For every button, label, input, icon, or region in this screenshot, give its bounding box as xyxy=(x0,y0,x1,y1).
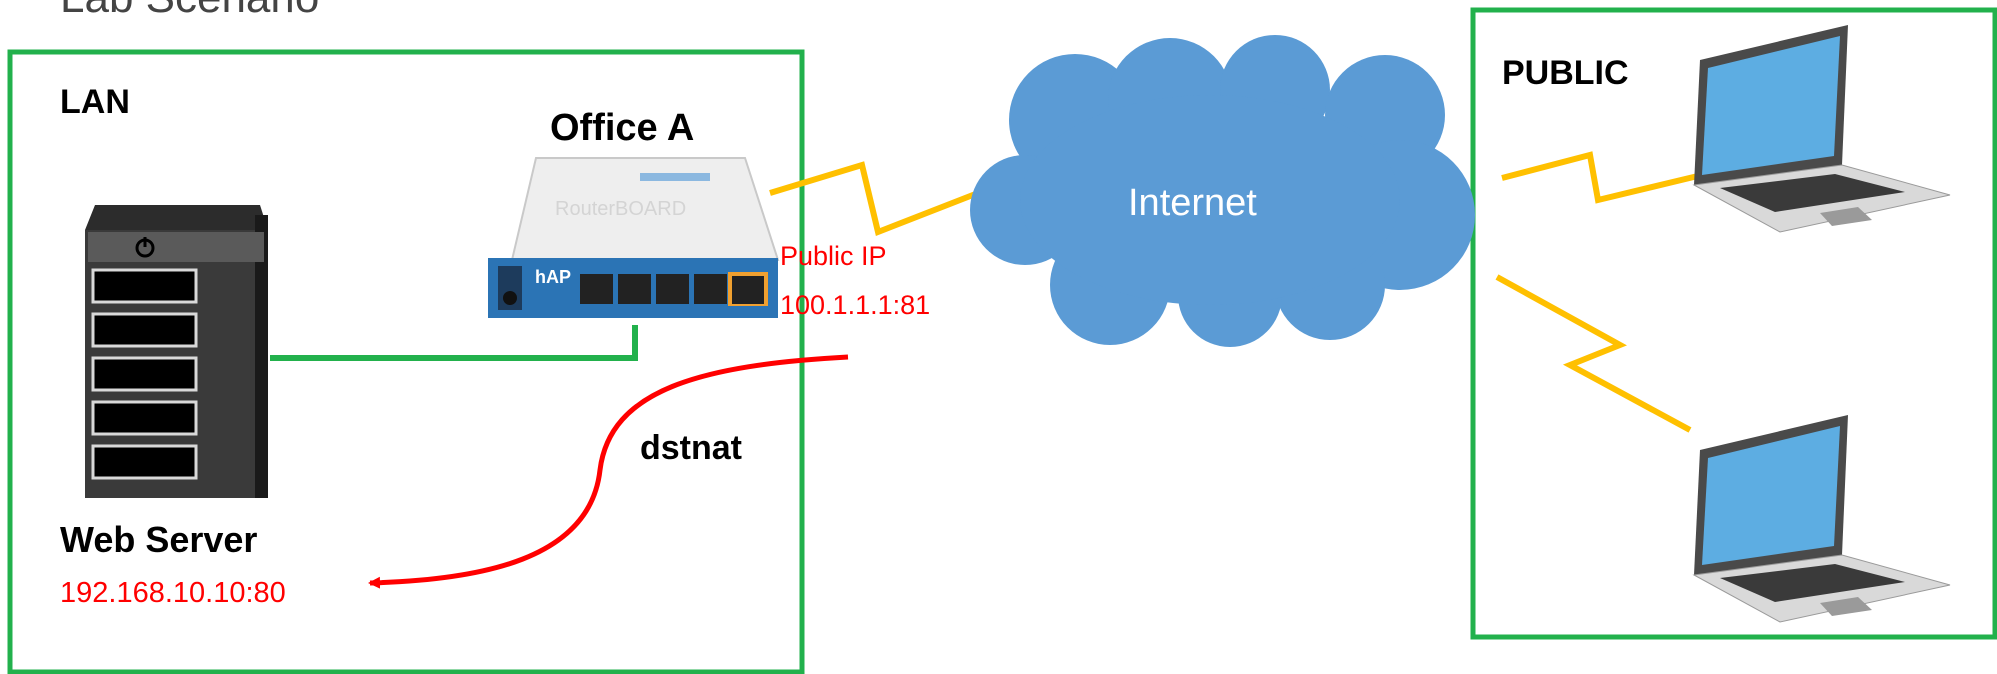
public-zone-title: PUBLIC xyxy=(1502,54,1629,92)
cloud-icon xyxy=(970,35,1475,347)
laptop-icon xyxy=(1692,25,1951,233)
server-title: Web Server xyxy=(60,519,257,560)
lan-zone-title: LAN xyxy=(60,83,130,121)
internet-label: Internet xyxy=(1128,182,1257,224)
laptop-icon xyxy=(1692,415,1951,623)
header-title: Lab Scenario xyxy=(60,0,319,22)
router-model-text: hAP xyxy=(535,267,571,287)
public-ip-address: 100.1.1.1:81 xyxy=(780,290,930,320)
lan-wire xyxy=(270,325,638,361)
public-ip-label: Public IP xyxy=(780,241,887,271)
laptop-bottom-link xyxy=(1495,274,1692,433)
dstnat-label: dstnat xyxy=(640,429,742,467)
server-address: 192.168.10.10:80 xyxy=(60,577,286,609)
server-icon xyxy=(85,205,268,498)
dstnat-arrow xyxy=(368,354,849,589)
router-brand-text: RouterBOARD xyxy=(555,198,686,220)
public-zone-border xyxy=(1470,7,1997,640)
laptop-top-link xyxy=(1501,151,1703,204)
router-title: Office A xyxy=(550,107,694,149)
router-internet-link xyxy=(769,161,980,237)
router-icon: RouterBOARD hAP xyxy=(488,157,780,318)
